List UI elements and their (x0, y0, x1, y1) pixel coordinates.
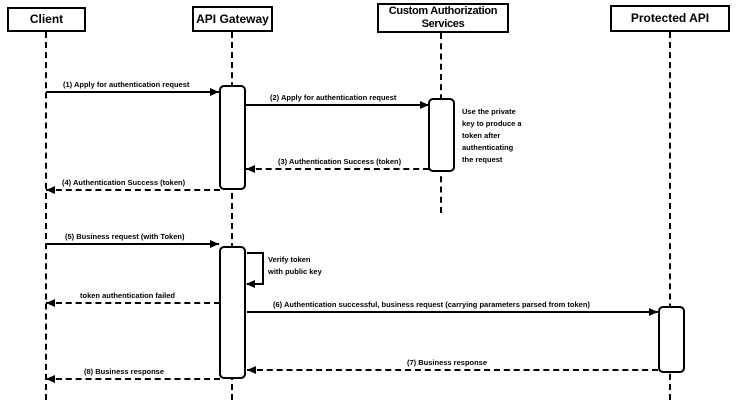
message-token-auth-failed: token authentication failed (46, 290, 220, 307)
message-1-label: (1) Apply for authentication request (63, 80, 190, 89)
message-token-auth-failed-label: token authentication failed (80, 291, 176, 300)
message-1-line (46, 91, 219, 93)
message-3-arrowhead (246, 165, 255, 173)
message-8-arrowhead (46, 375, 55, 383)
message-1-apply-auth: (1) Apply for authentication request (46, 79, 219, 96)
message-2-arrowhead (420, 101, 429, 109)
self-message-arrowhead (246, 280, 255, 288)
message-2-line (246, 104, 429, 106)
message-2-apply-auth: (2) Apply for authentication request (246, 92, 429, 109)
activation-custom-authorization-services (428, 98, 455, 172)
message-5-business-request: (5) Business request (with Token) (46, 231, 219, 248)
message-7-line (247, 369, 658, 371)
message-6-line (247, 311, 658, 313)
message-6-auth-successful-business-request: (6) Authentication successful, business … (247, 299, 658, 316)
participant-custom-authorization-services-label: Custom Authorization Services (388, 5, 498, 30)
lifeline-client (45, 32, 47, 400)
message-1-arrowhead (210, 88, 219, 96)
message-token-auth-failed-arrowhead (46, 299, 55, 307)
message-token-auth-failed-line (46, 302, 220, 304)
message-6-arrowhead (649, 308, 658, 316)
message-7-business-response: (7) Business response (247, 357, 658, 374)
participant-api-gateway-label: API Gateway (196, 11, 269, 26)
participant-custom-authorization-services: Custom Authorization Services (377, 3, 509, 33)
message-4-line (46, 189, 220, 191)
note-private-key-token: Use the private key to produce a token a… (462, 107, 522, 164)
message-2-label: (2) Apply for authentication request (270, 93, 397, 102)
activation-api-gateway-business (219, 246, 246, 379)
message-5-arrowhead (210, 240, 219, 248)
message-3-line (246, 168, 429, 170)
participant-api-gateway: API Gateway (192, 6, 273, 32)
message-8-line (46, 378, 220, 380)
message-8-business-response: (8) Business response (46, 366, 220, 383)
message-4-label: (4) Authentication Success (token) (62, 178, 186, 187)
self-message-verify-token-loop (246, 252, 264, 288)
message-3-auth-success: (3) Authentication Success (token) (246, 156, 429, 173)
participant-protected-api-label: Protected API (630, 11, 710, 25)
message-7-arrowhead (247, 366, 256, 374)
message-4-arrowhead (46, 186, 55, 194)
message-4-auth-success: (4) Authentication Success (token) (46, 177, 220, 194)
message-6-label: (6) Authentication successful, business … (273, 300, 590, 309)
message-5-line (46, 243, 219, 245)
message-7-label: (7) Business response (407, 358, 488, 367)
message-3-label: (3) Authentication Success (token) (278, 157, 402, 166)
message-8-label: (8) Business response (84, 367, 165, 376)
participant-client-label: Client (29, 12, 64, 26)
activation-api-gateway-auth (219, 85, 246, 190)
participant-protected-api: Protected API (610, 5, 730, 32)
lifeline-api-gateway (231, 32, 233, 400)
lifeline-protected-api (669, 32, 671, 400)
message-5-label: (5) Business request (with Token) (65, 232, 185, 241)
participant-client: Client (7, 7, 86, 32)
self-message-verify-token-label: Verify token with public key (268, 255, 322, 276)
activation-protected-api (658, 306, 685, 373)
